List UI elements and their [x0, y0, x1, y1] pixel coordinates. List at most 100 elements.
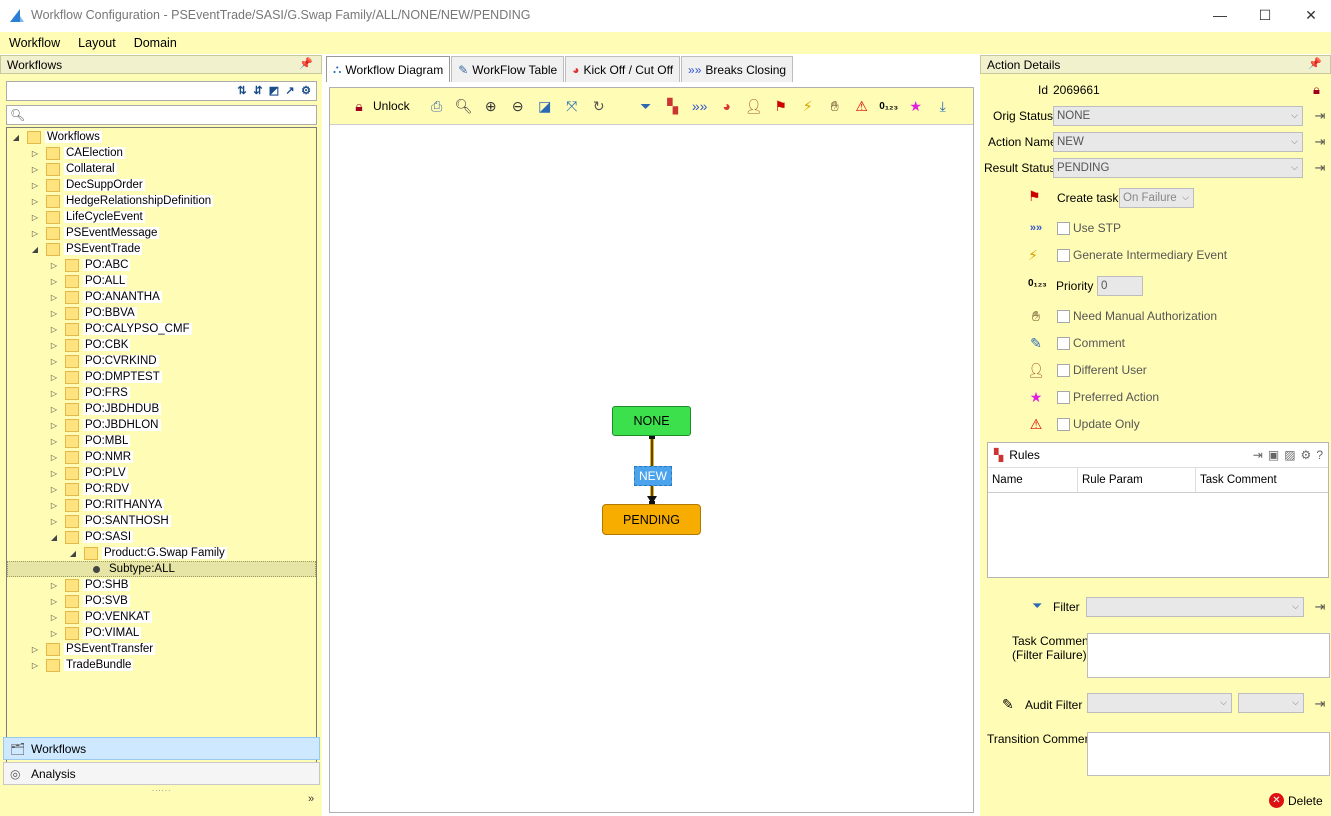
manual-auth-row[interactable]: ✋︎ Need Manual Authorization: [1025, 306, 1217, 326]
manual-auth-checkbox[interactable]: [1057, 309, 1070, 323]
expand-arrow-icon[interactable]: ▷: [50, 276, 58, 286]
audit-filter-select[interactable]: ⌵: [1087, 693, 1232, 713]
expand-arrow-icon[interactable]: ▷: [50, 484, 58, 494]
tree-item[interactable]: ▷PO:JBDHLON: [49, 417, 161, 433]
menu-domain[interactable]: Domain: [133, 36, 177, 50]
tree-item[interactable]: ▷PO:MBL: [49, 433, 131, 449]
tree-search-input[interactable]: 🔍︎: [6, 105, 317, 125]
expand-arrow-icon[interactable]: ▷: [31, 148, 39, 158]
stp-icon[interactable]: »»: [691, 98, 708, 114]
tree-item[interactable]: ▷DecSuppOrder: [30, 177, 145, 193]
expand-arrow-icon[interactable]: ▷: [31, 212, 39, 222]
tree-item[interactable]: ◢Workflows: [11, 129, 102, 145]
tree-item[interactable]: ▷LifeCycleEvent: [30, 209, 145, 225]
tree-item[interactable]: ◢Product:G.Swap Family: [68, 545, 227, 561]
col-task-comment[interactable]: Task Comment: [1200, 474, 1277, 486]
tree-item[interactable]: ▷PO:VENKAT: [49, 609, 152, 625]
splitter-handle[interactable]: ......: [152, 784, 172, 793]
expand-arrow-icon[interactable]: ▷: [50, 292, 58, 302]
tree-item[interactable]: ▷PSEventMessage: [30, 225, 160, 241]
tree-item[interactable]: ▷PO:DMPTEST: [49, 369, 162, 385]
layout-icon[interactable]: ◪: [538, 97, 552, 114]
expand-arrow-icon[interactable]: ▷: [50, 516, 58, 526]
expand-arrow-icon[interactable]: ▷: [31, 660, 39, 670]
node-none[interactable]: NONE: [612, 406, 691, 436]
expand-arrow-icon[interactable]: ▷: [50, 356, 58, 366]
tree-item[interactable]: ◢PO:SASI: [49, 529, 134, 545]
task-flag-icon[interactable]: ⚑: [774, 97, 787, 114]
task-comment-textarea[interactable]: [1087, 633, 1330, 678]
export-icon[interactable]: ⤓: [939, 97, 946, 114]
expand-arrow-icon[interactable]: ▷: [50, 468, 58, 478]
goto-icon[interactable]: ⇥: [1314, 696, 1326, 711]
tree-item[interactable]: ▷PO:RDV: [49, 481, 132, 497]
help-icon[interactable]: ?: [1316, 448, 1323, 462]
tree-item[interactable]: ▷HedgeRelationshipDefinition: [30, 193, 214, 209]
maximize-button[interactable]: ☐: [1258, 6, 1272, 23]
menu-workflow[interactable]: Workflow: [9, 36, 61, 50]
different-user-checkbox[interactable]: [1057, 363, 1070, 377]
update-only-row[interactable]: ⚠︎ Update Only: [1025, 414, 1140, 434]
rule-add-icon[interactable]: ▣: [1267, 448, 1280, 462]
tree-item[interactable]: ▷PO:CALYPSO_CMF: [49, 321, 192, 337]
goto-icon[interactable]: ⇥: [1314, 599, 1326, 614]
expand-icon[interactable]: ↗: [285, 85, 295, 97]
expand-arrow-icon[interactable]: ▷: [50, 580, 58, 590]
expand-arrow-icon[interactable]: ▷: [31, 164, 39, 174]
print-icon[interactable]: ⎙: [431, 97, 443, 114]
expand-arrow-icon[interactable]: ▷: [31, 644, 39, 654]
tree-item[interactable]: ▷PO:ANANTHA: [49, 289, 162, 305]
col-name[interactable]: Name: [988, 468, 1078, 492]
rule-import-icon[interactable]: ⇥: [1252, 448, 1263, 462]
node-pending[interactable]: PENDING: [602, 504, 701, 535]
expand-arrow-icon[interactable]: ▷: [50, 372, 58, 382]
expand-arrow-icon[interactable]: ▷: [50, 388, 58, 398]
priority-icon[interactable]: 0₁₂₃: [879, 100, 899, 112]
zoom-out-icon[interactable]: ⊖: [511, 97, 524, 114]
priority-input[interactable]: 0: [1097, 276, 1143, 296]
tree-item[interactable]: ▷PO:SANTHOSH: [49, 513, 171, 529]
action-name-select[interactable]: NEW⌵: [1053, 132, 1303, 152]
collapse-arrow-icon[interactable]: ◢: [50, 532, 58, 542]
create-task-select[interactable]: On Failure⌵: [1119, 188, 1194, 208]
tree-item[interactable]: ▷PO:SHB: [49, 577, 131, 593]
minimize-button[interactable]: —: [1213, 7, 1227, 23]
goto-icon[interactable]: ⇥: [1314, 108, 1326, 123]
expand-arrow-icon[interactable]: ▷: [31, 180, 39, 190]
tree-item[interactable]: ▷PO:CBK: [49, 337, 131, 353]
collapse-arrow-icon[interactable]: ◢: [31, 244, 39, 254]
expand-arrow-icon[interactable]: ▷: [50, 404, 58, 414]
rule-settings-icon[interactable]: ⚙: [1300, 448, 1312, 462]
expand-arrow-icon[interactable]: ▷: [50, 452, 58, 462]
tab-breaks-closing[interactable]: »» Breaks Closing: [681, 56, 794, 82]
pin-icon[interactable]: 📌: [299, 58, 313, 70]
tree-item[interactable]: ▷PO:PLV: [49, 465, 128, 481]
fit-icon[interactable]: ⤧: [566, 97, 578, 114]
expand-arrow-icon[interactable]: ▷: [50, 340, 58, 350]
comment-row[interactable]: ✎ Comment: [1025, 333, 1125, 353]
rules-icon[interactable]: ▚: [667, 97, 679, 114]
transition-comment-textarea[interactable]: [1087, 732, 1330, 776]
warning-icon[interactable]: ⚠︎: [855, 97, 868, 114]
audit-filter-operator-select[interactable]: ⌵: [1238, 693, 1304, 713]
use-stp-row[interactable]: »» Use STP: [1025, 218, 1121, 238]
sort-down-icon[interactable]: ⇅: [237, 85, 247, 97]
tree-item[interactable]: ▷PO:NMR: [49, 449, 133, 465]
tree-item[interactable]: ▷PO:CVRKIND: [49, 353, 159, 369]
sort-up-icon[interactable]: ⇵: [253, 85, 263, 97]
preferred-action-row[interactable]: ★ Preferred Action: [1025, 387, 1159, 407]
tab-workflow-diagram[interactable]: ⛬ Workflow Diagram: [326, 56, 451, 82]
tree-item[interactable]: ▷PSEventTransfer: [30, 641, 156, 657]
result-status-select[interactable]: PENDING⌵: [1053, 158, 1303, 178]
expand-arrow-icon[interactable]: ▷: [50, 420, 58, 430]
orig-status-select[interactable]: NONE⌵: [1053, 106, 1303, 126]
lock-icon[interactable]: 🔒︎: [1313, 82, 1320, 97]
expand-arrow-icon[interactable]: ▷: [50, 500, 58, 510]
nav-workflows-button[interactable]: 🗂 Workflows: [3, 737, 320, 760]
expand-arrow-icon[interactable]: ▷: [50, 260, 58, 270]
tab-kickoff-cutoff[interactable]: ◕ Kick Off / Cut Off: [565, 56, 681, 82]
col-rule-param[interactable]: Rule Param: [1078, 468, 1196, 492]
collapse-arrow-icon[interactable]: ◢: [69, 548, 77, 558]
update-only-checkbox[interactable]: [1057, 417, 1070, 431]
gen-event-checkbox[interactable]: [1057, 248, 1070, 262]
